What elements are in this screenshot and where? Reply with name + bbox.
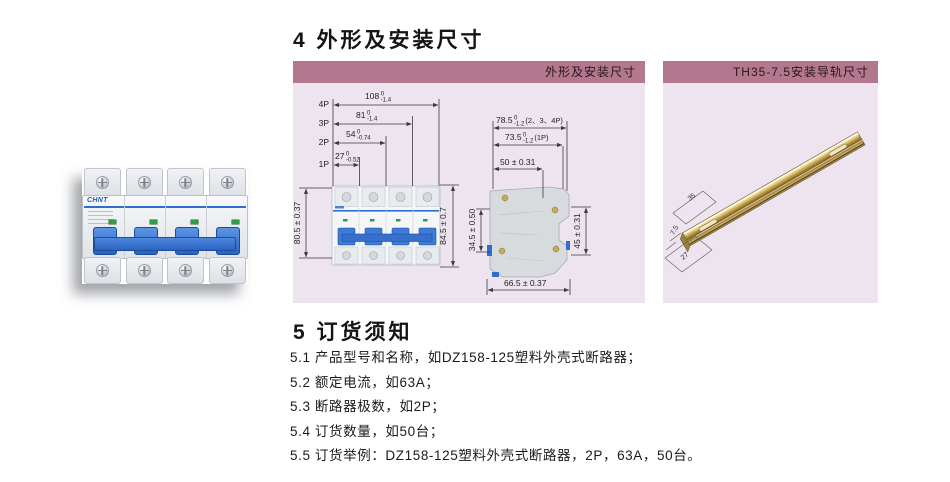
dim-tolerance: 0-0.74 [356, 129, 371, 142]
status-indicator [109, 220, 116, 224]
screw-icon [179, 264, 193, 277]
rail-panel: TH35-7.5安装导轨尺寸 [663, 61, 878, 303]
screw-icon [220, 176, 234, 189]
pole-label-2p: 2P [318, 137, 329, 147]
outline-panel-header: 外形及安装尺寸 [293, 61, 645, 83]
dim-tolerance-top: 0 [356, 129, 361, 136]
dim-side-front-height: 34.5 ± 0.50 [467, 208, 477, 252]
dim-bottom-width: 66.5 ± 0.37 [504, 278, 547, 288]
dim-tolerance-top: 0 [514, 115, 518, 122]
order-note-5: 5.5 订货举例：DZ158-125塑料外壳式断路器，2P，63A，50台。 [290, 448, 702, 464]
pole-divider [165, 196, 166, 258]
breaker-bottom-tabs [82, 257, 248, 284]
pole-label-3p: 3P [318, 118, 329, 128]
dim-tolerance-bottom: -1.2 [514, 121, 525, 127]
dim-tolerance-bottom: -0.74 [356, 135, 371, 141]
breaker-body: CHNT [82, 195, 248, 259]
dim-tolerance-bottom: -1.4 [366, 116, 378, 122]
dim-tolerance-top: 0 [345, 151, 350, 158]
pole-divider [206, 196, 207, 258]
dim-height-right: 84.5 ± 0.7 [438, 207, 448, 245]
dimension-drawing [299, 99, 591, 295]
status-indicator [232, 220, 239, 224]
status-indicator [150, 220, 157, 224]
rail-panel-header: TH35-7.5安装导轨尺寸 [663, 61, 878, 83]
rail-slot [698, 218, 718, 232]
order-note-1: 5.1 产品型号和名称，如DZ158-125塑料外壳式断路器； [290, 350, 642, 365]
toggle-link-bar [94, 237, 236, 251]
ordering-notes: 5.1 产品型号和名称，如DZ158-125塑料外壳式断路器； 5.2 额定电流… [290, 346, 810, 469]
mounting-tab [84, 168, 121, 197]
dim-side-right-height: 45 ± 0.31 [572, 213, 582, 249]
mounting-tab [125, 168, 163, 197]
section-5-title: 5 订货须知 [293, 321, 413, 344]
dim-value: 54 [346, 129, 356, 139]
dimension-lines [299, 99, 591, 295]
order-note-3: 5.3 断路器极数，如2P； [290, 399, 446, 415]
screw-icon [137, 176, 151, 189]
dim-tolerance: 0-0.52 [345, 151, 360, 164]
dim-tolerance-top: 0 [380, 91, 385, 98]
order-note-4: 5.4 订货数量，如50台； [290, 423, 444, 439]
pole-label-1p: 1P [318, 159, 329, 169]
dim-value: 81 [356, 110, 366, 120]
side-view-drawing [487, 186, 570, 278]
dim-height-left: 80.5 ± 0.37 [292, 201, 302, 245]
screw-icon [96, 264, 109, 277]
breaker-top-tabs [82, 168, 248, 197]
mounting-tab [208, 257, 246, 284]
outline-dimensions-panel: 外形及安装尺寸 [292, 61, 645, 303]
dim-value: 73.5 [505, 132, 522, 142]
dim-tolerance: 0-1.4 [380, 91, 392, 104]
front-view-drawing [331, 185, 441, 266]
breaker-4p-photo: CHNT [82, 168, 248, 284]
mounting-tab [167, 257, 205, 284]
dim-note: (1P) [534, 133, 549, 142]
mounting-tab [167, 168, 205, 197]
pole-label-4p: 4P [318, 99, 329, 109]
order-note-2: 5.2 额定电流，如63A； [290, 374, 440, 390]
dim-value: 78.5 [496, 115, 513, 125]
mounting-tab [208, 168, 246, 197]
screw-icon [137, 264, 151, 277]
dim-tolerance-top: 0 [366, 110, 371, 117]
screw-icon [96, 176, 109, 189]
brand-logo: CHNT [87, 197, 108, 204]
dim-value: 108 [365, 91, 380, 101]
dim-tolerance-bottom: -0.52 [345, 157, 360, 163]
rail-slot [828, 143, 848, 157]
din-rail-drawing [664, 131, 866, 273]
dim-tolerance: 0-1.2 [514, 115, 525, 128]
pole-divider [124, 196, 125, 258]
din-rail-image [679, 131, 866, 253]
dim-mounting-depth: 50 ± 0.31 [500, 157, 536, 167]
rating-label [88, 211, 113, 224]
mounting-tab [125, 257, 163, 284]
dim-note: (2、3、4P) [525, 116, 563, 125]
product-photo: CHNT [82, 168, 248, 284]
screw-icon [220, 264, 234, 277]
dim-tolerance: 0-1.2 [523, 132, 534, 145]
dim-tolerance: 0-1.4 [366, 110, 378, 123]
section-4-title: 4 外形及安装尺寸 [293, 29, 485, 52]
mounting-tab [84, 257, 121, 284]
screw-icon [179, 176, 193, 189]
toggle-row [85, 227, 245, 257]
dim-tolerance-top: 0 [523, 132, 527, 139]
status-indicator [191, 220, 198, 224]
dim-tolerance-bottom: -1.2 [523, 138, 534, 144]
rail-panel-body: 35 7.5 27 [663, 83, 878, 303]
rail-dimension-lines [664, 190, 717, 273]
dim-value: 27 [335, 151, 345, 161]
dim-tolerance-bottom: -1.4 [380, 97, 392, 103]
